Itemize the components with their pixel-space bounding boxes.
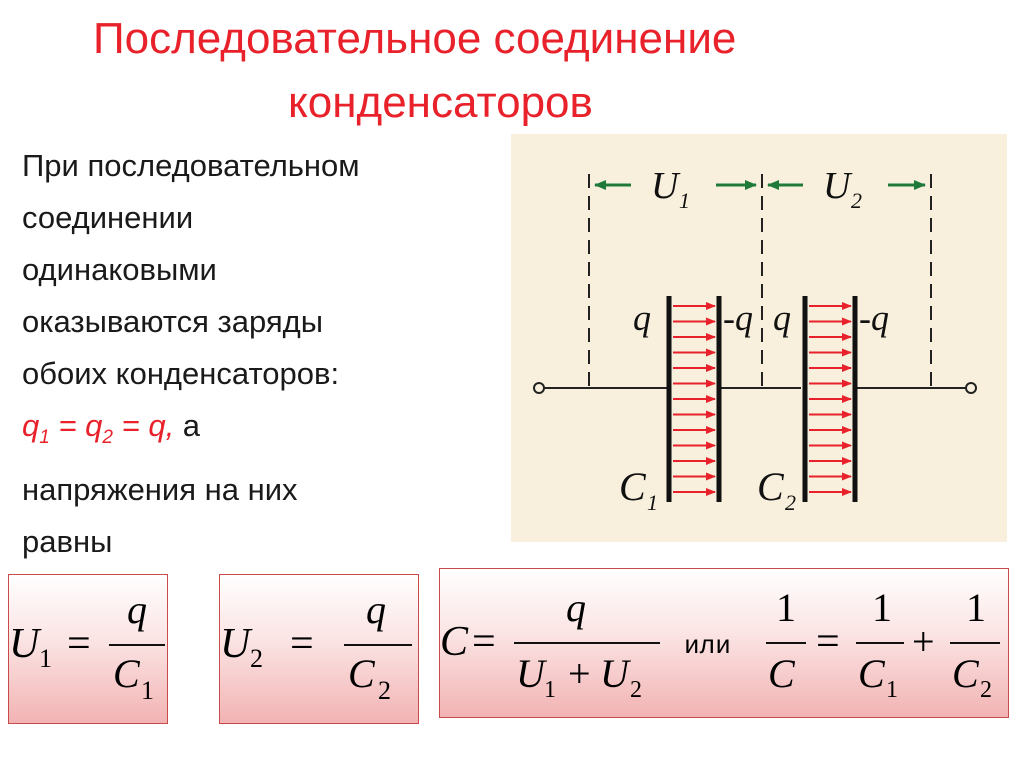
capacitor-1 (666, 296, 722, 502)
f3-den-b: U (600, 651, 632, 696)
f1-equals: = (67, 621, 91, 667)
body-line: напряжения на них (22, 472, 298, 508)
charge-q-left-1: q (633, 298, 651, 338)
formula-u1-box: U 1 = q C 1 (8, 574, 168, 724)
formula-c: C = q U 1 + U 2 или 1 C = 1 C 1 + 1 C 2 (440, 585, 1000, 703)
f3-lhs: C (440, 619, 469, 665)
f3-equals: = (472, 619, 496, 665)
f3-numerator: q (566, 585, 586, 630)
eq-q: = q, (113, 408, 175, 443)
formula-u2: U 2 = q C 2 (220, 587, 412, 705)
f1-denominator-sub: 1 (141, 676, 154, 705)
body-line: При последовательном (22, 148, 360, 183)
eq-q1: q (22, 408, 40, 443)
eq-sub2: 2 (102, 427, 113, 449)
formula-u1: U 1 = q C 1 (9, 587, 165, 705)
f3-equals-2: = (816, 619, 840, 665)
charge-q-right-2: -q (859, 298, 889, 338)
capacitor-2 (802, 296, 858, 502)
f3-term2-den: C (952, 651, 980, 696)
eq-equals: = (49, 408, 86, 443)
f3-term1-num: 1 (872, 585, 892, 630)
formula-u2-box: U 2 = q C 2 (219, 574, 419, 724)
c2-field-lines (809, 302, 852, 496)
f2-equals: = (290, 621, 314, 667)
f2-denominator-sub: 2 (378, 676, 391, 705)
body-line: одинаковыми (22, 252, 217, 287)
charge-q-right-1: -q (723, 298, 753, 338)
f3-recip-num: 1 (776, 585, 796, 630)
f1-lhs-sub: 1 (39, 644, 52, 673)
eq-tail: а (174, 408, 201, 443)
f3-or-word: или (684, 631, 731, 661)
charge-equality-line: q1 = q2 = q, а (22, 400, 482, 464)
f2-lhs-sub: 2 (250, 644, 263, 673)
c1-subscript: 1 (647, 490, 658, 515)
charge-q-left-2: q (773, 298, 791, 338)
u2-subscript: 2 (851, 188, 862, 213)
c2-subscript: 2 (785, 490, 796, 515)
f3-term2-sub: 2 (980, 677, 992, 703)
f3-plus-2: + (912, 619, 935, 664)
terminal-right (965, 382, 977, 394)
u1-subscript: 1 (679, 188, 690, 213)
body-line: равны (22, 524, 113, 560)
u1-label: U (651, 165, 681, 207)
f3-recip-den: C (768, 651, 796, 696)
c1-label: C (619, 464, 647, 509)
f1-lhs: U (9, 621, 42, 667)
f3-term1-den: C (858, 651, 886, 696)
body-line: оказываются заряды (22, 304, 324, 339)
eq-sub1: 1 (39, 427, 50, 449)
eq-q2: q (85, 408, 103, 443)
f2-numerator: q (366, 587, 386, 632)
f3-den-plus: + (568, 651, 591, 696)
terminal-left (533, 382, 545, 394)
title-line-1: Последовательное соединение (93, 14, 737, 63)
f2-lhs: U (220, 621, 253, 667)
formula-c-box: C = q U 1 + U 2 или 1 C = 1 C 1 + 1 C 2 (439, 568, 1009, 718)
capacitor-diagram: U 1 U 2 q -q q -q C 1 C 2 (511, 134, 1007, 542)
body-text: При последовательном соединении одинаков… (22, 140, 482, 568)
title-line-2: конденсаторов (288, 78, 593, 127)
f1-denominator: C (113, 651, 141, 696)
body-line: соединении (22, 200, 194, 235)
f1-numerator: q (127, 587, 147, 632)
f3-den-a-sub: 1 (544, 677, 556, 703)
f3-term1-sub: 1 (886, 677, 898, 703)
f3-den-a: U (516, 651, 548, 696)
capacitor-diagram-svg: U 1 U 2 q -q q -q C 1 C 2 (533, 165, 977, 515)
f2-denominator: C (348, 651, 376, 696)
c2-label: C (757, 464, 785, 509)
u2-label: U (823, 165, 853, 207)
f3-term2-num: 1 (966, 585, 986, 630)
c1-field-lines (673, 302, 716, 496)
body-line: обоих конденсаторов: (22, 356, 340, 391)
f3-den-b-sub: 2 (630, 677, 642, 703)
